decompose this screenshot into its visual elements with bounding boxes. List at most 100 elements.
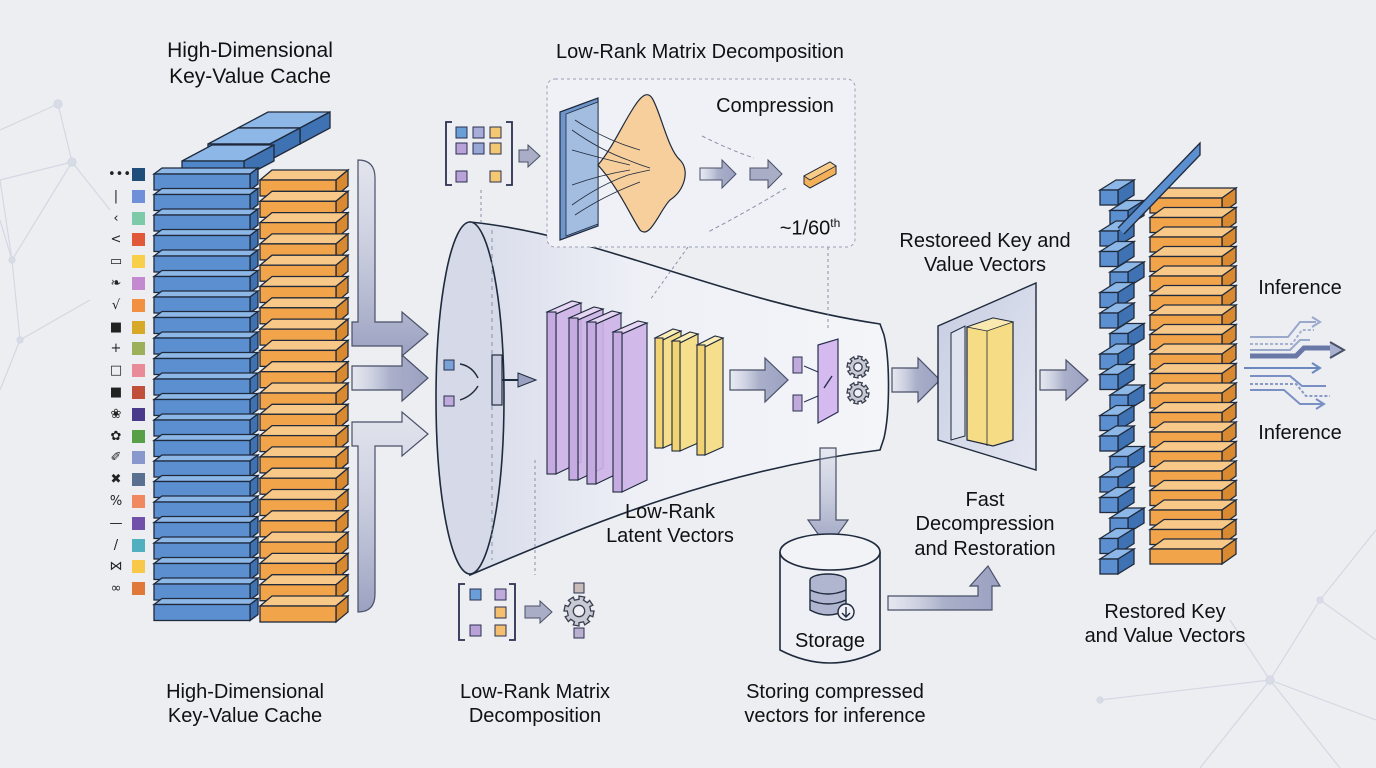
blue-key-bar — [152, 556, 260, 581]
legend-symbol-icon: ❧ — [110, 276, 122, 291]
blue-key-bar — [152, 228, 260, 253]
legend-item: ✖ — [108, 471, 148, 489]
legend-symbol-icon: ▭ — [109, 254, 123, 270]
legend-color-swatch — [132, 298, 145, 312]
legend-item: ❧ — [108, 275, 148, 293]
restored-key-bar — [1097, 424, 1137, 453]
decomposition-detail-box — [546, 78, 856, 248]
projection-node — [792, 338, 839, 425]
legend-symbol-icon: — — [109, 515, 123, 531]
caption-low-rank-decomposition: Low-Rank Matrix Decomposition — [459, 681, 611, 728]
legend-symbol-icon: √ — [111, 297, 121, 313]
legend-symbol-icon: / — [113, 537, 119, 553]
connector-arrow-middle — [351, 353, 429, 403]
legend-color-swatch — [132, 211, 145, 225]
matrix-cell — [494, 588, 507, 601]
legend-item: ❀ — [108, 406, 148, 424]
gear-icon — [846, 355, 870, 379]
matrix-cell — [455, 142, 468, 155]
restore-panel — [937, 281, 1037, 471]
stack-connector-arrows — [351, 159, 429, 613]
legend-color-swatch — [132, 451, 145, 465]
funnel-input-nodes — [443, 354, 538, 407]
legend-color-swatch — [132, 277, 145, 290]
funnel-to-restore-arrow — [891, 356, 941, 404]
blue-key-bar — [152, 515, 260, 540]
label-compression: Compression — [716, 95, 834, 117]
legend-symbol-icon: ■ — [109, 385, 123, 400]
legend-item: ⋈ — [108, 558, 148, 576]
blue-key-bar — [152, 453, 260, 479]
legend-symbol-icon: ⋈ — [109, 559, 123, 575]
legend-item: ••• — [108, 166, 148, 184]
title-high-dimensional-cache: High-Dimensional Key-Value Cache — [167, 39, 333, 88]
purple-latent-block — [611, 320, 649, 493]
legend-item: ∞ — [108, 580, 148, 598]
restore-to-output-arrow — [1039, 358, 1089, 402]
gear-icon — [563, 595, 595, 627]
legend-symbol-icon: ■ — [109, 319, 123, 335]
connector-arrow-bottom — [351, 410, 429, 613]
download-icon — [837, 603, 855, 621]
restored-value-bar — [1147, 323, 1239, 351]
matrix-cell — [455, 126, 468, 139]
restored-value-bar — [1147, 537, 1239, 566]
blue-key-bar — [152, 248, 260, 274]
label-restored-bottom: Restored Key and Value Vectors — [1084, 601, 1246, 648]
restored-key-bar — [1107, 383, 1147, 412]
label-fast-decompression: Fast Decompression and Restoration — [914, 489, 1056, 560]
legend-color-swatch — [132, 320, 145, 334]
legend-item: ■ — [108, 384, 148, 402]
legend-symbol-icon: % — [109, 494, 123, 509]
legend-color-swatch — [132, 255, 145, 269]
kv-cache-stack — [152, 110, 350, 624]
latent-vector-blocks-yellow — [653, 328, 725, 456]
legend-symbol-icon: ‹ — [113, 210, 119, 226]
connector-arrow-top — [351, 159, 429, 358]
restored-key-bar — [1097, 240, 1137, 268]
matrix-decomposition-illustration — [559, 94, 837, 241]
legend-symbol-icon: ••• — [108, 167, 132, 182]
blue-key-bar — [152, 166, 260, 192]
legend-item: % — [108, 493, 148, 511]
input-matrix-top — [445, 121, 541, 186]
legend-symbol-icon: + — [110, 341, 122, 357]
caption-high-dimensional-cache: High-Dimensional Key-Value Cache — [166, 681, 324, 728]
ratio-value: ~1/60 — [779, 217, 831, 240]
blue-key-bar — [152, 576, 260, 602]
legend-color-swatch — [132, 189, 145, 203]
legend-color-swatch — [132, 560, 145, 574]
funnel-to-storage-arrow — [806, 447, 850, 550]
legend-symbol-icon: ✿ — [110, 428, 122, 444]
blue-key-bar — [152, 597, 260, 622]
blue-key-bar — [152, 494, 260, 520]
blue-key-bar — [152, 535, 260, 561]
legend-item: □ — [108, 362, 148, 380]
restored-key-bar — [1097, 486, 1137, 514]
restored-kv-stack — [1097, 141, 1239, 576]
legend-item: | — [108, 188, 148, 206]
label-compression-ratio: ~1/60th — [765, 216, 855, 241]
legend-symbol-icon: ❀ — [110, 406, 122, 422]
orange-value-bar — [258, 594, 350, 624]
legend-color-swatch — [132, 429, 145, 443]
yellow-latent-block — [670, 331, 700, 452]
latent-vector-blocks-purple — [545, 300, 649, 493]
legend-item: / — [108, 537, 148, 555]
legend-item: — — [108, 515, 148, 533]
legend-color-swatch — [132, 473, 145, 487]
label-restored-top: Restoreed Key and Value Vectors — [899, 230, 1071, 277]
restored-key-top-edge — [1117, 141, 1201, 235]
latent-to-projection-arrow — [729, 356, 789, 404]
blue-key-bar — [152, 351, 260, 376]
title-low-rank-decomposition: Low-Rank Matrix Decomposition — [556, 41, 844, 63]
restored-key-bar — [1097, 178, 1137, 207]
legend-item: ✐ — [108, 449, 148, 467]
legend-symbol-icon: ✖ — [110, 472, 122, 488]
legend-item: + — [108, 340, 148, 358]
label-storage: Storage — [794, 630, 866, 652]
label-latent-vectors: Low-Rank Latent Vectors — [606, 501, 734, 548]
blue-key-bar — [152, 207, 260, 233]
restored-key-bar — [1097, 281, 1137, 309]
